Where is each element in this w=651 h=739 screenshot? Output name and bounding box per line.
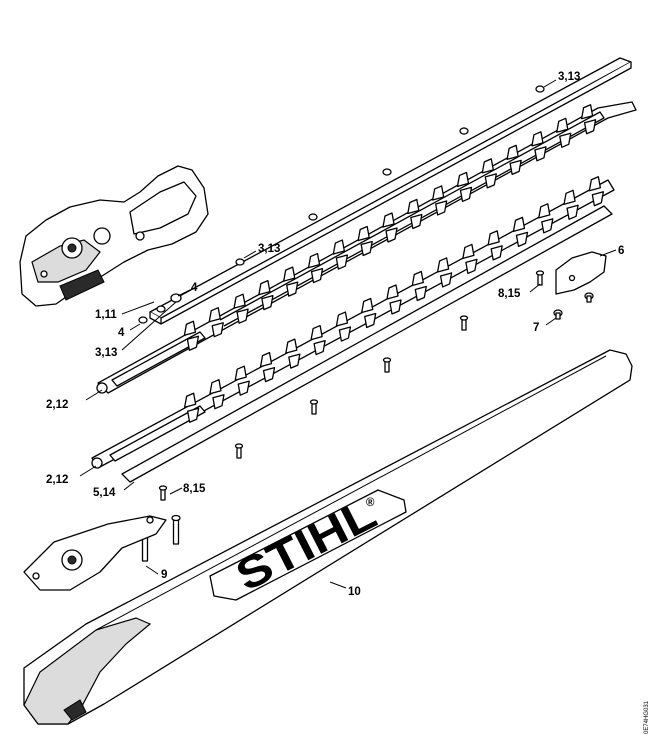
cutter-tooth	[237, 380, 250, 396]
callout-9: 9	[161, 569, 167, 581]
callout-10: 10	[348, 586, 361, 598]
callout-2-12-a: 2,12	[46, 399, 68, 411]
cutter-tooth	[407, 198, 420, 215]
cutter-tooth	[183, 320, 197, 336]
cutter-tooth	[382, 212, 395, 228]
cutter-tooth	[332, 239, 346, 255]
callout-2-12-b: 2,12	[46, 474, 68, 486]
cutter-tooth	[262, 366, 276, 383]
cutter-tooth	[566, 204, 579, 220]
cutter-tooth	[212, 394, 225, 410]
cutter-tooth	[258, 279, 271, 296]
cutter-tooth	[385, 227, 398, 243]
spacer-washers	[138, 85, 545, 324]
drawing-code: 0E74HG031	[644, 700, 650, 734]
cutter-tooth	[434, 200, 448, 216]
callout-8-15-right: 8,15	[498, 288, 521, 300]
cutter-tooth	[459, 186, 473, 203]
cutter-tooth	[487, 230, 500, 246]
cutter-tooth	[531, 131, 544, 147]
cutter-tooth	[512, 216, 526, 233]
cutter-tooth	[541, 218, 554, 234]
cutter-tooth	[465, 258, 478, 275]
cutter-tooth	[186, 335, 200, 351]
cutter-tooth	[386, 284, 399, 300]
cutter-tooth	[414, 285, 427, 302]
cutter-tooth	[456, 171, 470, 188]
cutter-tooth	[439, 272, 453, 288]
screws	[140, 270, 594, 562]
cutter-tooth	[556, 117, 569, 133]
cutter-tooth	[580, 104, 594, 120]
cutter-tooth	[360, 240, 373, 257]
cutter-tooth	[233, 293, 246, 309]
callout-4-upper: 4	[191, 282, 198, 294]
cutter-tooth	[509, 159, 522, 176]
leader-lines	[79, 79, 617, 589]
cutter-tooth	[234, 365, 247, 381]
cutter-tooth	[389, 299, 402, 315]
cutter-tooth	[211, 322, 224, 338]
callout-8-15-left: 8,15	[183, 483, 206, 495]
cutter-tooth	[310, 267, 324, 284]
cutter-tooth	[506, 144, 519, 161]
cutter-tooth	[411, 270, 424, 287]
callout-6: 6	[618, 245, 624, 257]
cutter-tooth	[357, 225, 370, 242]
cutter-tooth	[283, 266, 296, 282]
cutter-tooth	[490, 245, 503, 261]
cutter-tooth	[591, 191, 605, 207]
callout-7: 7	[533, 322, 539, 334]
cutter-tooth	[338, 326, 352, 342]
blade-scabbard	[23, 349, 633, 725]
cutter-tooth	[515, 231, 529, 248]
cutter-tooth	[286, 281, 299, 297]
registered-mark: ®	[366, 497, 375, 509]
cutter-tooth	[538, 203, 551, 219]
cutter-tooth	[313, 339, 326, 356]
cutter-tooth	[236, 308, 249, 324]
callout-4-lower: 4	[118, 327, 125, 339]
callout-3-13-mid: 3,13	[258, 243, 280, 255]
cutter-tooth	[583, 119, 597, 135]
cutter-tooth	[183, 392, 197, 408]
cutter-tooth	[186, 407, 200, 423]
cutter-tooth	[364, 312, 377, 329]
cutter-tooth	[310, 324, 323, 341]
guide-plate	[121, 205, 613, 483]
cutter-teeth-upper	[183, 104, 597, 351]
cutter-bar-strip	[149, 57, 632, 325]
cutter-tooth	[261, 294, 274, 311]
callout-3-13-top: 3,13	[558, 71, 580, 83]
cutter-tooth	[410, 213, 423, 230]
cutter-tooth	[462, 243, 475, 260]
cutter-tooth	[335, 254, 349, 270]
cutter-tooth	[481, 158, 494, 174]
cutter-tooth	[208, 307, 221, 323]
cutter-tooth	[259, 351, 273, 368]
cutter-tooth	[288, 353, 301, 369]
cutter-tooth	[285, 338, 298, 354]
cutter-tooth	[563, 189, 576, 205]
cutter-tooth	[484, 173, 497, 189]
cutter-tooth	[361, 297, 374, 314]
cutter-tooth	[588, 176, 602, 192]
callout-3-13-low: 3,13	[95, 347, 117, 359]
gear-housing	[19, 165, 209, 307]
cutter-tooth	[436, 257, 450, 273]
callout-labels: 3,13 3,13 4 1,11 4 3,13 6 8,15 7 2,12 2,…	[46, 71, 624, 598]
cutter-tooth	[559, 132, 572, 148]
base-plate	[23, 515, 167, 591]
cutter-tooth	[335, 311, 349, 327]
tip-guard	[555, 251, 607, 295]
callout-1-11: 1,11	[95, 309, 117, 321]
cutter-tooth	[209, 379, 222, 395]
cutter-tooth	[534, 146, 547, 162]
cutter-teeth-lower	[183, 176, 605, 423]
cutter-tooth	[307, 252, 321, 269]
cutter-tooth	[431, 185, 445, 201]
callout-5-14: 5,14	[93, 487, 116, 499]
